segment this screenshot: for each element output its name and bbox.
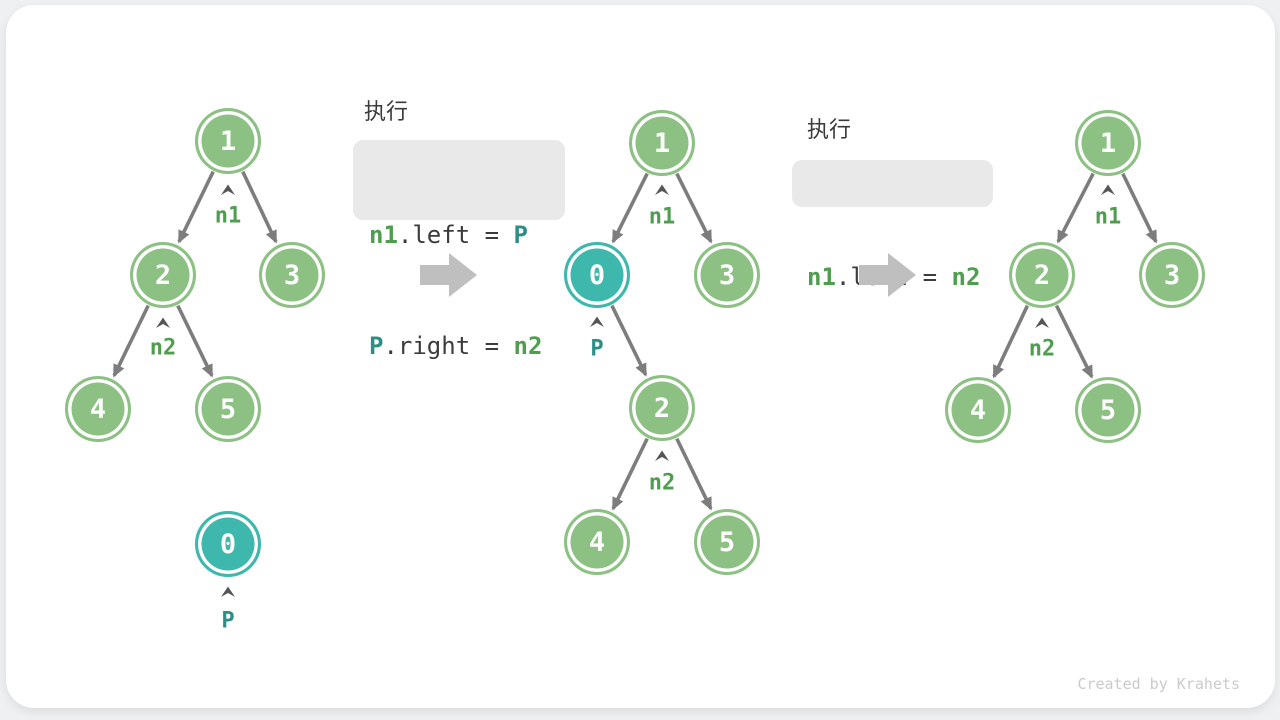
code-token: .left = xyxy=(397,221,514,249)
tree1-node-0: 0 xyxy=(195,511,261,577)
tree3-pointer-label-n2: n2 xyxy=(1028,336,1056,362)
tree3-node-3: 3 xyxy=(1139,242,1205,308)
tree3-node-1: 1 xyxy=(1075,110,1141,176)
tree3-pointer-label-n1: n1 xyxy=(1094,204,1122,230)
code-token: n1 xyxy=(369,221,398,249)
tree2-edge-2-4 xyxy=(611,437,649,511)
tree1-edge-1-3 xyxy=(241,170,278,244)
tree2-node-0: 0 xyxy=(564,242,630,308)
tree2-edge-1-0 xyxy=(611,172,649,244)
tree2-edge-2-5 xyxy=(675,437,713,511)
tree3-node-5: 5 xyxy=(1075,377,1141,443)
code-token: n2 xyxy=(951,263,981,291)
step1-code-box: n1.left = P P.right = n2 xyxy=(353,140,565,360)
tree2-node-5: 5 xyxy=(694,509,760,575)
tree1-edge-1-2 xyxy=(177,170,215,244)
pointer-up-arrow-icon xyxy=(1035,317,1049,328)
tree1-edge-2-5 xyxy=(176,304,214,378)
tree1-pointer-label-p: P xyxy=(221,608,235,634)
tree3-node-4: 4 xyxy=(945,377,1011,443)
watermark: Created by Krahets xyxy=(1077,675,1240,693)
transition-arrow-icon xyxy=(859,253,916,297)
tree3-edge-2-4 xyxy=(992,304,1030,379)
code-token: n2 xyxy=(513,332,543,360)
tree3-edge-1-2 xyxy=(1056,172,1095,244)
tree2-edge-0-2 xyxy=(610,304,648,377)
code-token: .right = xyxy=(383,332,514,360)
tree3-edge-2-5 xyxy=(1054,304,1094,379)
tree1-node-2: 2 xyxy=(130,242,196,308)
tree1-node-1: 1 xyxy=(195,108,261,174)
tree2-pointer-label-n2: n2 xyxy=(648,470,676,496)
pointer-up-arrow-icon xyxy=(221,586,235,597)
pointer-up-arrow-icon xyxy=(655,450,669,461)
tree1-node-4: 4 xyxy=(65,376,131,442)
tree1-node-3: 3 xyxy=(259,242,325,308)
tree2-node-2: 2 xyxy=(629,375,695,441)
code-line: n1.left = P xyxy=(369,217,565,254)
tree2-node-1: 1 xyxy=(629,110,695,176)
tree2-pointer-label-p: P xyxy=(590,336,604,362)
pointer-up-arrow-icon xyxy=(1101,184,1115,195)
transition-arrow-icon xyxy=(420,253,477,297)
tree1-edge-2-4 xyxy=(112,304,150,378)
tree2-pointer-label-n1: n1 xyxy=(648,204,676,230)
pointer-up-arrow-icon xyxy=(156,317,170,328)
tree2-edge-1-3 xyxy=(675,172,713,244)
tree1-pointer-label-n1: n1 xyxy=(214,203,242,229)
step2-title: 执行 xyxy=(807,118,852,143)
code-token: n1 xyxy=(807,263,836,291)
code-token: P xyxy=(513,221,528,249)
tree1-node-5: 5 xyxy=(195,376,261,442)
pointer-up-arrow-icon xyxy=(221,184,235,195)
tree3-node-2: 2 xyxy=(1009,242,1075,308)
tree2-node-3: 3 xyxy=(694,242,760,308)
pointer-up-arrow-icon xyxy=(590,316,604,327)
tree1-pointer-label-n2: n2 xyxy=(149,335,177,361)
step2-code-box: n1.left = n2 xyxy=(792,160,993,291)
code-line: P.right = n2 xyxy=(369,328,565,365)
tree3-edge-1-3 xyxy=(1121,172,1158,244)
tree2-node-4: 4 xyxy=(564,509,630,575)
step1-title: 执行 xyxy=(364,100,409,125)
pointer-up-arrow-icon xyxy=(655,184,669,195)
code-token: P xyxy=(369,332,384,360)
